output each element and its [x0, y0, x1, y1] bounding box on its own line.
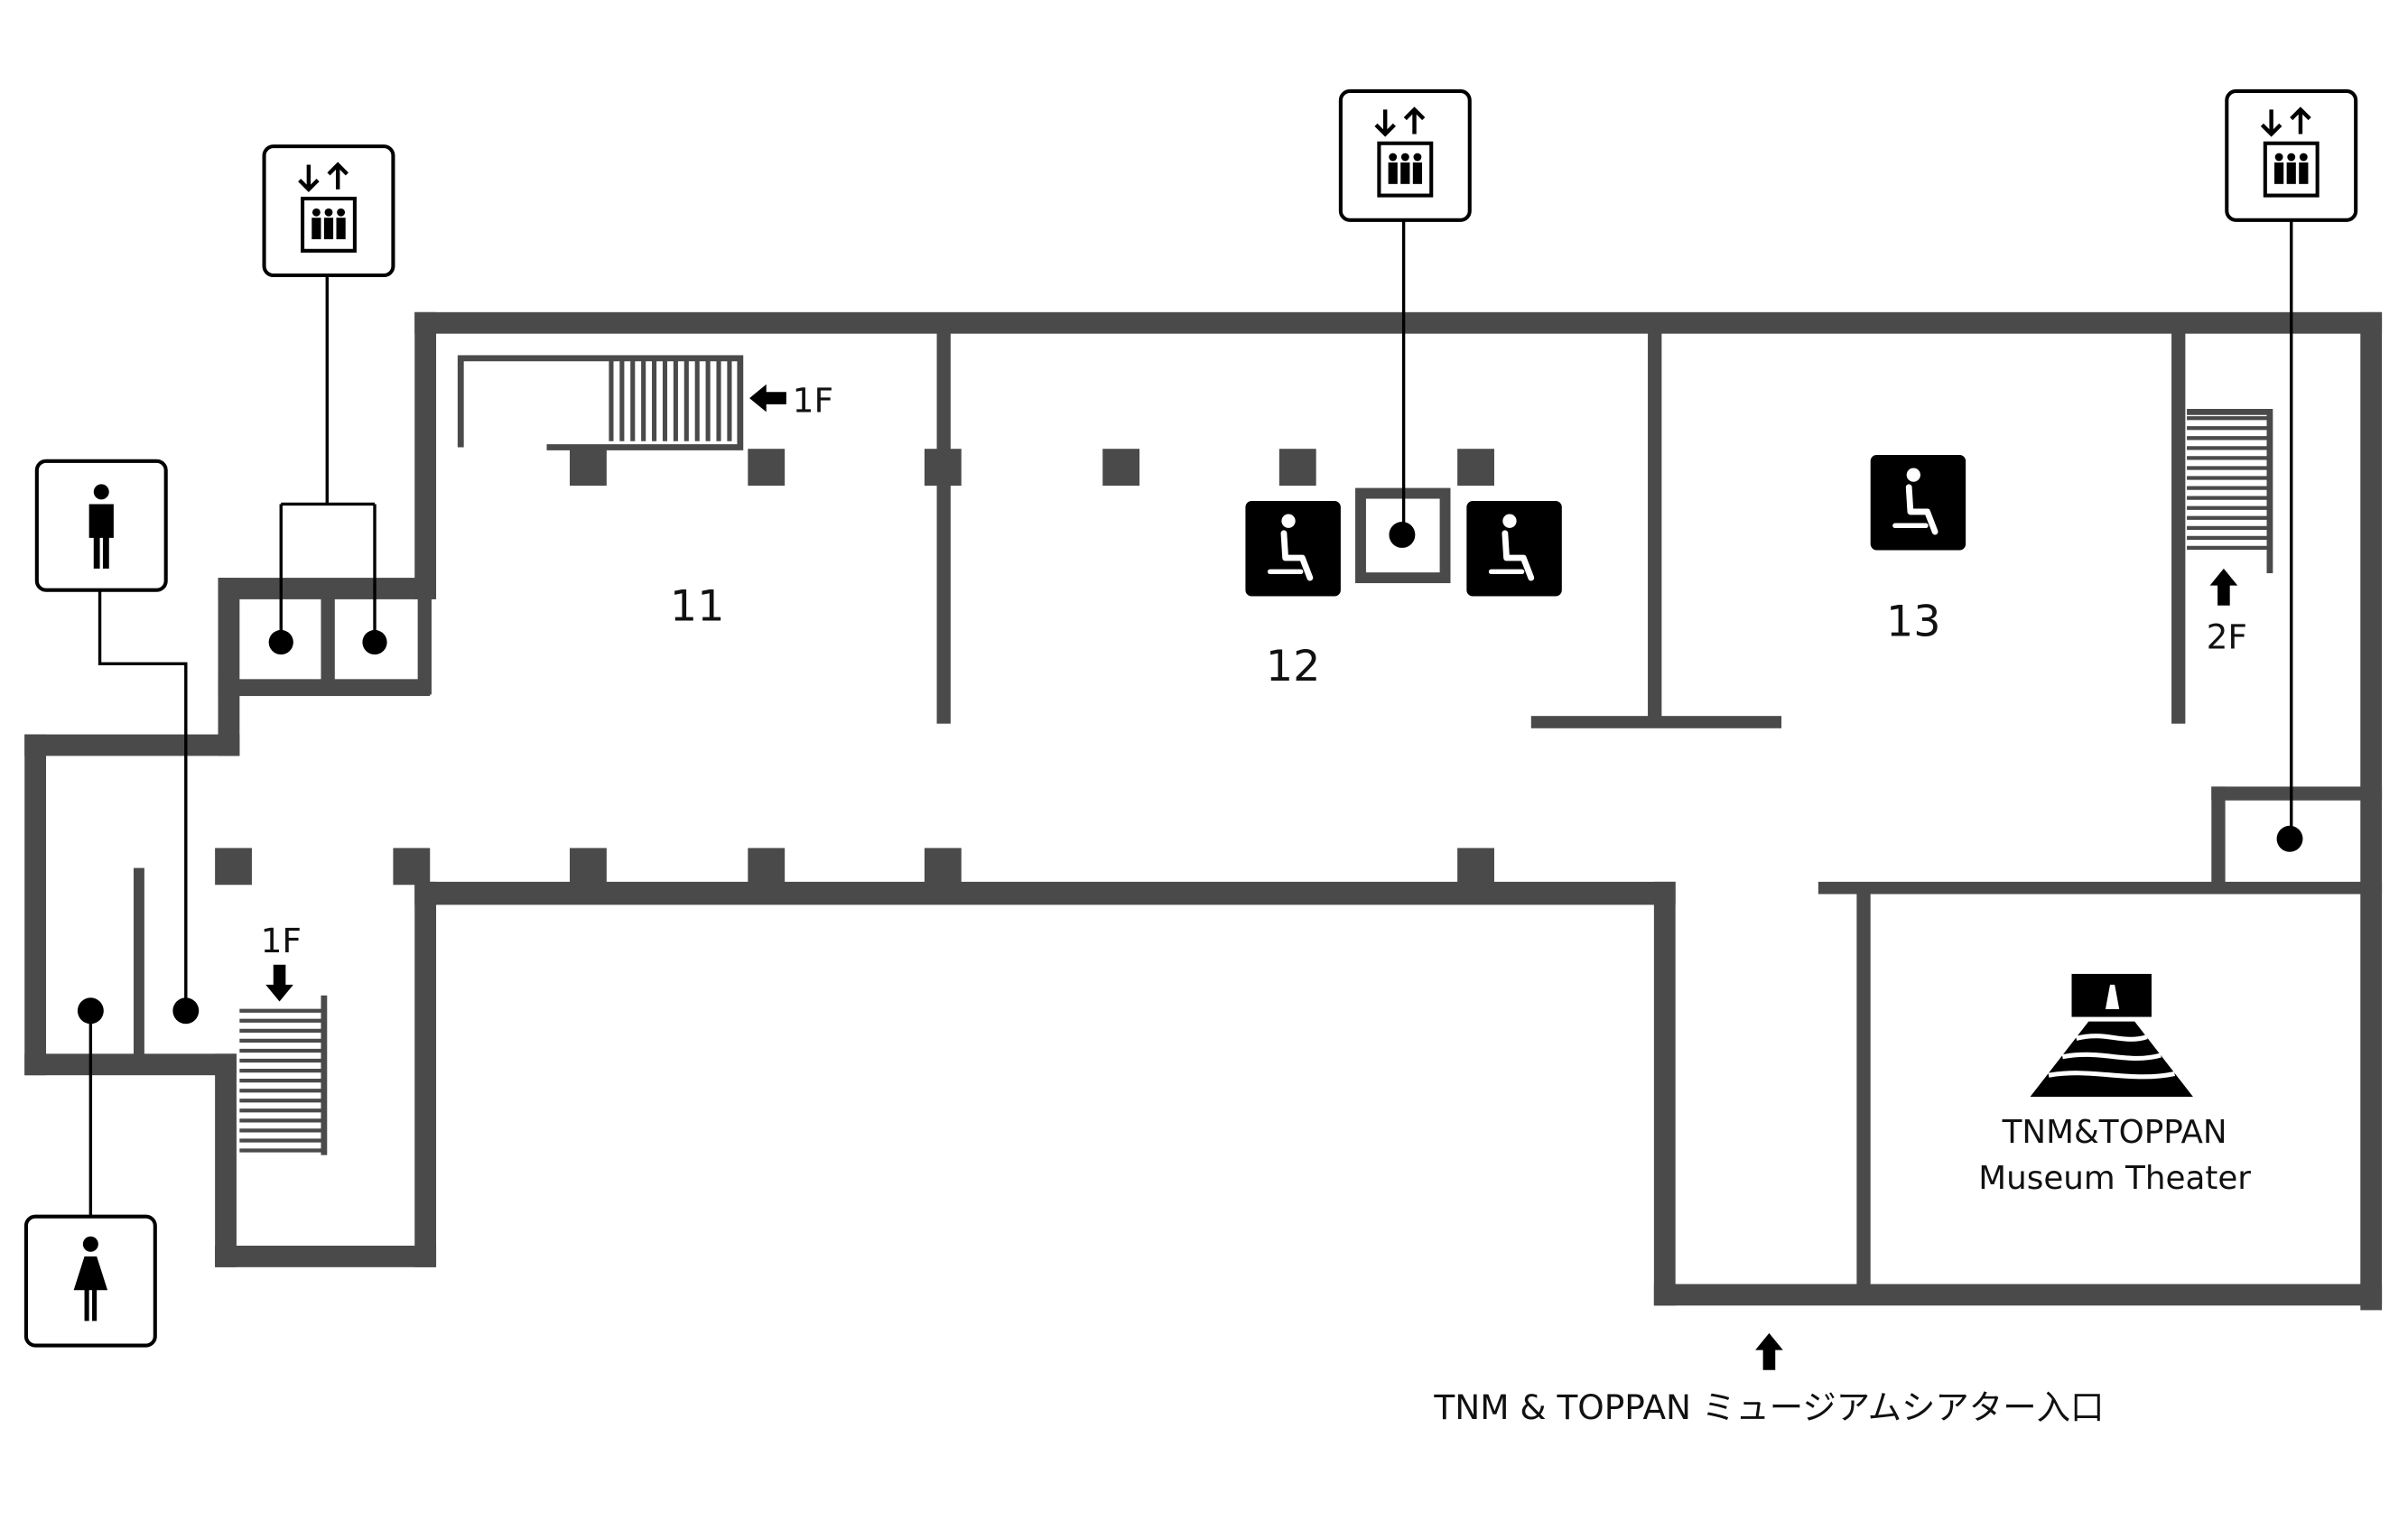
room-number-12: 12 [1266, 642, 1321, 691]
room-number-13: 13 [1886, 598, 1941, 647]
mens-restroom-icon[interactable] [34, 459, 168, 592]
arrow-icon [265, 964, 293, 1002]
stairs-label-2f: 2F [2207, 617, 2247, 656]
theater-logo-icon [2030, 973, 2193, 1097]
stairs-to-1f-top[interactable] [457, 355, 744, 450]
theater-name-line2: Museum Theater [1978, 1160, 2251, 1197]
walls [24, 311, 2383, 1311]
seating-icon [1245, 501, 1340, 596]
seating-icon [1466, 501, 1561, 596]
theater-name-line1: TNM&TOPPAN [2002, 1114, 2227, 1151]
leader-lines [88, 218, 2293, 1217]
elevator-icon[interactable] [2227, 91, 2356, 220]
arrow-icon [2209, 568, 2238, 606]
womens-restroom-icon[interactable] [23, 1214, 157, 1348]
stairs-to-2f[interactable] [2187, 408, 2273, 573]
stairs-label-1f-left: 1F [261, 921, 302, 960]
seating-icon [1871, 455, 1966, 550]
elevator-icon[interactable] [265, 146, 394, 275]
stairs-label-1f-top: 1F [793, 380, 833, 420]
elevator-icon[interactable] [1341, 91, 1470, 220]
arrow-icon [1755, 1332, 1783, 1370]
room-number-11: 11 [670, 582, 725, 632]
location-dots [77, 522, 2303, 1025]
stairs-to-1f-left[interactable] [239, 995, 328, 1155]
theater-entrance-label[interactable]: TNM & TOPPAN ミュージアムシアター入口 [1433, 1387, 2104, 1427]
arrow-icon [749, 384, 786, 413]
